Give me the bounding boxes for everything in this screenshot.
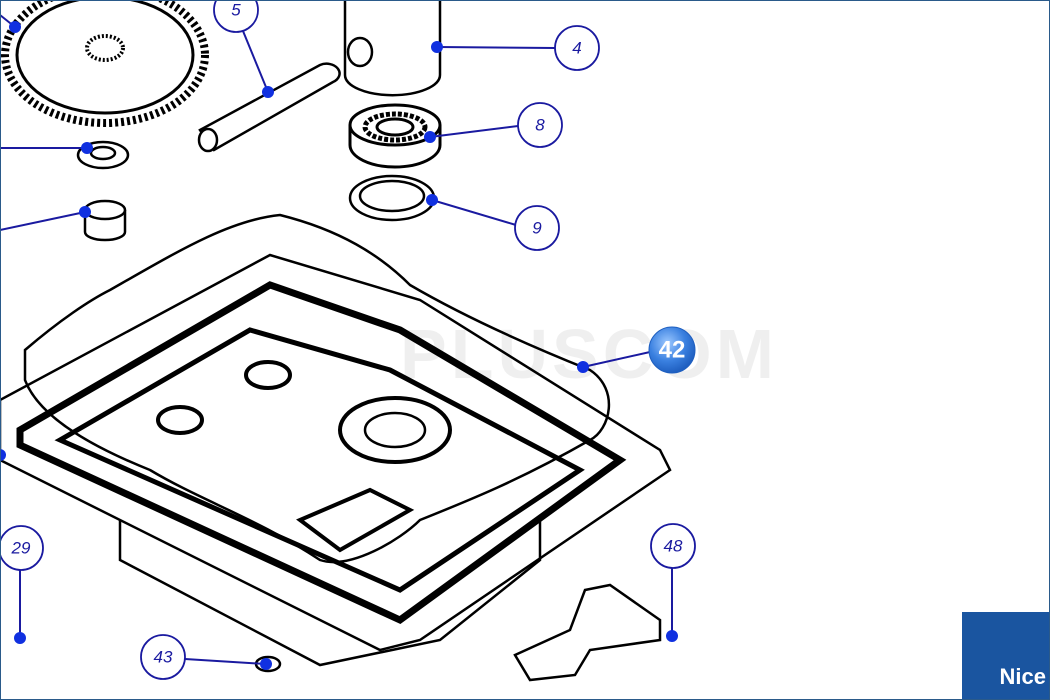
svg-text:48: 48 (664, 537, 683, 556)
base-housing (0, 253, 672, 667)
leader-lines (0, 14, 673, 665)
callout-42-highlighted[interactable]: 42 (648, 326, 696, 374)
washer-part (348, 174, 436, 222)
pin-part (197, 62, 341, 153)
callout-8[interactable]: 8 (517, 102, 563, 148)
nice-logo: Nice (962, 612, 1050, 700)
logo-text: Nice (999, 664, 1046, 689)
callout-29[interactable]: 29 (0, 525, 44, 571)
svg-text:9: 9 (532, 219, 542, 238)
gasket-part (23, 213, 610, 564)
svg-text:5: 5 (231, 1, 241, 20)
svg-text:43: 43 (154, 648, 173, 667)
callout-48[interactable]: 48 (650, 523, 696, 569)
callout-43[interactable]: 43 (140, 634, 186, 680)
bearing-part (348, 103, 442, 169)
svg-text:42: 42 (659, 337, 686, 364)
gear-part (1, 0, 209, 127)
svg-text:4: 4 (572, 39, 581, 58)
callout-9[interactable]: 9 (514, 205, 560, 251)
shaft-part (343, 0, 442, 97)
svg-text:8: 8 (535, 116, 545, 135)
bracket-part (513, 583, 662, 682)
leader-dots (0, 21, 678, 670)
watermark: PLUSCOM (400, 315, 778, 393)
callout-4[interactable]: 4 (554, 25, 600, 71)
callout-5[interactable]: 5 (213, 0, 259, 33)
svg-text:29: 29 (11, 539, 31, 558)
